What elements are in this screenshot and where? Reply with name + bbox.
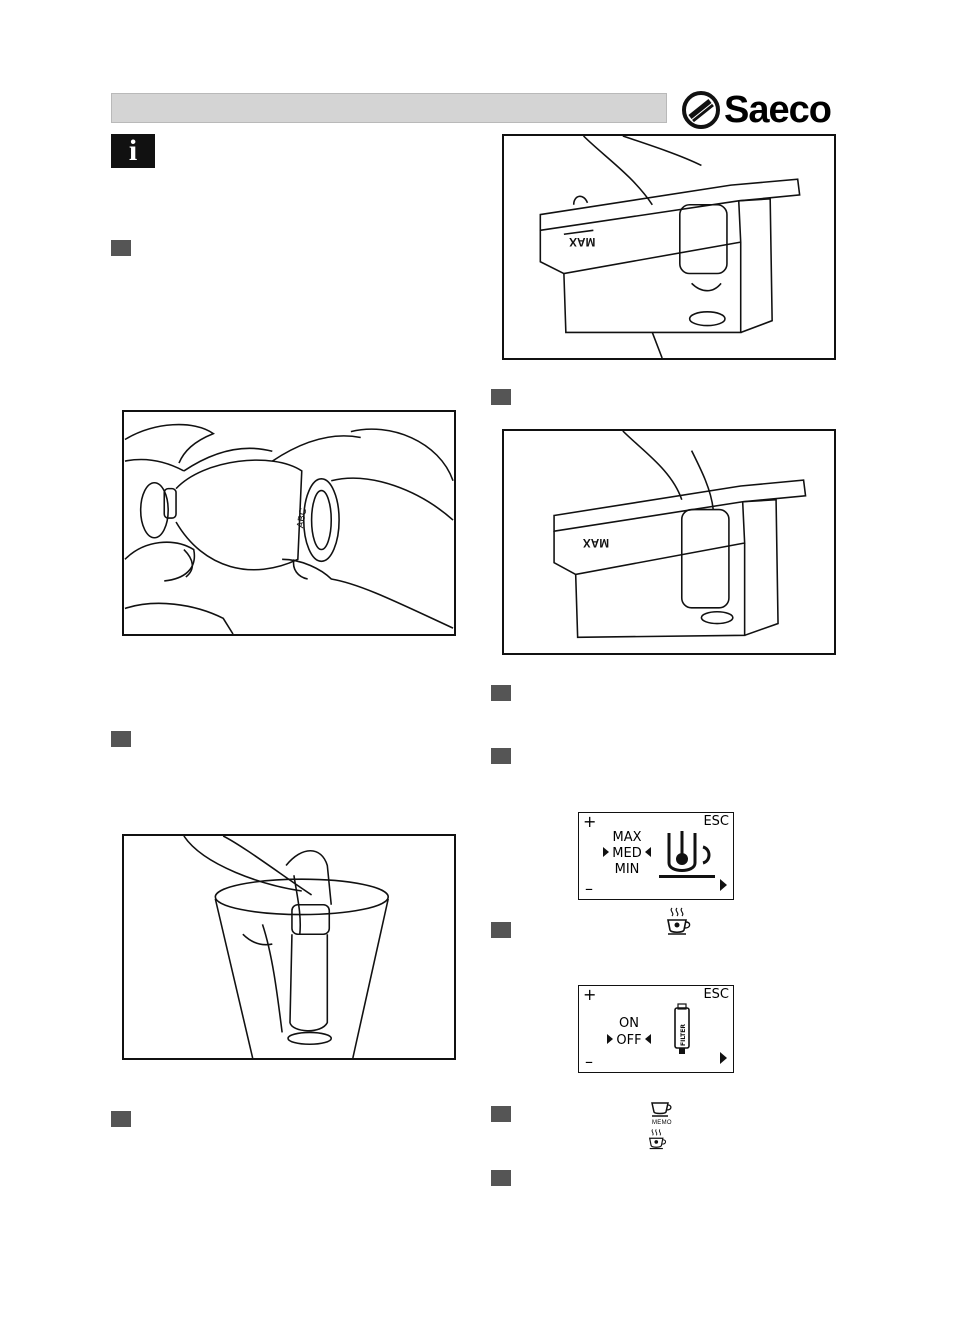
step-marker — [491, 1170, 511, 1186]
option-max: MAX — [612, 830, 642, 845]
filter-jug-illustration — [183, 836, 389, 1058]
selection-right-icon — [644, 1034, 651, 1044]
tank-insert-illustration: MAX — [539, 136, 801, 358]
water-hardness-icon — [659, 831, 715, 878]
minus-icon: – — [585, 1052, 593, 1071]
selection-right-icon — [644, 847, 651, 857]
option-on: ON — [619, 1016, 639, 1031]
step-marker — [491, 1106, 511, 1122]
plus-icon: + — [583, 812, 597, 831]
figure-tank-insert: MAX — [502, 134, 836, 360]
option-med: MED — [601, 846, 653, 861]
next-arrow-icon — [720, 1052, 727, 1064]
saeco-logo-mark — [682, 91, 720, 129]
hot-water-cup-icon — [648, 1129, 667, 1150]
filter-label: FILTER — [680, 1024, 687, 1046]
lcd-filter: + ESC – ON OFF FILTER — [578, 985, 734, 1073]
step-marker — [491, 389, 511, 405]
info-icon: i — [111, 134, 155, 168]
step-marker — [491, 685, 511, 701]
cartridge-text: ABC — [295, 507, 309, 529]
option-min: MIN — [614, 862, 640, 877]
hot-water-cup-icon — [667, 907, 691, 935]
step-marker — [111, 240, 131, 256]
figure-filter-in-jug — [122, 834, 456, 1060]
tank-label: MAX — [569, 235, 595, 248]
header-bar — [111, 93, 667, 123]
brand-name: Saeco — [724, 89, 832, 131]
minus-icon: – — [585, 879, 593, 898]
figure-tank-inserted: MAX — [502, 429, 836, 655]
filter-hands-illustration: ABC — [124, 423, 454, 634]
tank-inserted-illustration: MAX — [553, 431, 807, 639]
lcd-hardness: + ESC – MAX MED MIN — [578, 812, 734, 900]
filter-cartridge-icon: FILTER — [674, 1003, 690, 1054]
next-arrow-icon — [720, 879, 727, 891]
step-marker — [491, 922, 511, 938]
saeco-logo: Saeco — [680, 87, 850, 133]
tank-label: MAX — [583, 536, 609, 549]
esc-label: ESC — [703, 987, 729, 1002]
plus-icon: + — [583, 985, 597, 1004]
step-marker — [491, 748, 511, 764]
esc-label: ESC — [703, 814, 729, 829]
figure-filter-in-hands: ABC — [122, 410, 456, 636]
memo-label: MEMO — [652, 1120, 672, 1126]
option-off: OFF — [603, 1033, 655, 1048]
step-marker — [111, 731, 131, 747]
coffee-cup-icon — [651, 1102, 672, 1117]
selection-left-icon — [603, 847, 610, 857]
step-marker — [111, 1111, 131, 1127]
selection-left-icon — [607, 1034, 614, 1044]
